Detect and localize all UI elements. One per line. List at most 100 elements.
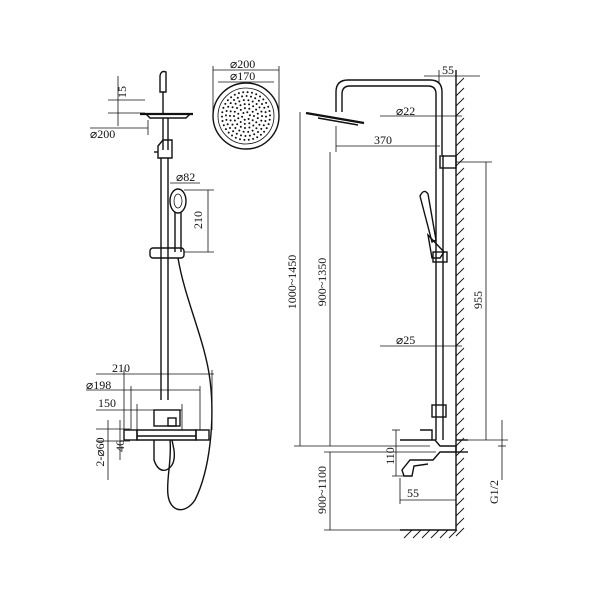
nozzle-dot xyxy=(269,114,271,117)
dim-flange-dia: ⌀198 xyxy=(86,378,111,392)
nozzle-dot xyxy=(231,123,234,126)
mixer-cartridge xyxy=(167,417,177,427)
wall-hatch-line xyxy=(455,97,465,107)
nozzle-dot xyxy=(225,114,227,117)
shower-head-side xyxy=(305,111,365,125)
shower-nozzles xyxy=(221,91,271,141)
nozzle-dot xyxy=(233,115,235,118)
nozzle-dot xyxy=(227,131,230,134)
nozzle-dot xyxy=(265,127,268,130)
nozzle-dot xyxy=(233,110,236,113)
nozzle-dot xyxy=(235,132,238,135)
nozzle-dot xyxy=(242,112,245,114)
lower-connector xyxy=(431,404,447,418)
wall-hatch-line xyxy=(455,277,465,287)
nozzle-dot xyxy=(237,112,240,115)
nozzle-dot xyxy=(244,127,246,129)
nozzle-dot xyxy=(233,99,235,101)
wall-hatch-line xyxy=(455,177,465,187)
dim-hand-shower-dia: ⌀82 xyxy=(176,170,195,184)
wall-hatch-line xyxy=(455,347,465,357)
nozzle-dot xyxy=(225,118,228,121)
wall-hatch-line xyxy=(455,287,465,297)
nozzle-dot xyxy=(264,111,267,114)
dim-inlet-spacing: 2-⌀60 xyxy=(93,437,107,466)
wall-hatch-line xyxy=(455,147,465,157)
nozzle-dot xyxy=(267,105,270,108)
shower-plate-inner xyxy=(217,87,275,145)
overhead-arm-inner xyxy=(341,85,437,155)
wall-hatch-line xyxy=(455,317,465,327)
side-view: 55 ⌀22 370 1000~1450 900~1350 ⌀25 955 11… xyxy=(285,63,508,539)
wall-hatch-line xyxy=(455,307,465,317)
dim-floor-height: 900~1100 xyxy=(315,466,329,514)
wall-hatch-line xyxy=(455,517,465,527)
dim-mixer-width: 210 xyxy=(112,361,130,375)
wall-hatch-line xyxy=(455,387,465,397)
nozzle-dot xyxy=(251,91,253,94)
nozzle-dot xyxy=(241,115,244,118)
nozzle-dot xyxy=(243,118,246,121)
nozzle-dot xyxy=(222,106,225,109)
right-flange xyxy=(195,429,210,441)
nozzle-dot xyxy=(242,99,245,102)
nozzle-dot xyxy=(263,106,266,109)
wall-hatch-line xyxy=(455,527,465,537)
nozzle-dot xyxy=(236,107,238,109)
nozzle-dot xyxy=(262,124,265,127)
dim-hand-shower-length: 210 xyxy=(191,211,205,229)
nozzle-dot xyxy=(221,120,224,122)
nozzle-dot xyxy=(258,106,261,109)
nozzle-dot xyxy=(247,99,250,102)
nozzle-dot xyxy=(251,100,254,103)
nozzle-dot xyxy=(248,122,251,125)
wall-hatch-line xyxy=(455,407,465,417)
nozzle-dot xyxy=(238,100,241,103)
nozzle-dot xyxy=(237,117,240,120)
nozzle-dot xyxy=(224,102,227,105)
nozzle-dot xyxy=(265,115,267,118)
dim-top-outer: ⌀200 xyxy=(230,57,255,71)
wall-hatch-line xyxy=(455,377,465,387)
nozzle-dot xyxy=(243,103,246,106)
wall-hatch-line xyxy=(455,327,465,337)
nozzle-dot xyxy=(238,129,241,132)
nozzle-dot xyxy=(256,112,259,115)
nozzle-dot xyxy=(252,124,255,127)
wall-hatch-line xyxy=(455,397,465,407)
nozzle-dot xyxy=(254,97,257,100)
nozzle-dot xyxy=(259,95,261,98)
wall-hatch xyxy=(455,77,465,537)
dim-head-width: ⌀200 xyxy=(90,127,115,141)
dim-head-thickness: 15 xyxy=(115,86,129,98)
wall-hatch-line xyxy=(455,257,465,267)
nozzle-dot xyxy=(262,98,265,101)
dim-riser-dia: ⌀25 xyxy=(396,333,415,347)
dim-mixer-offset: 55 xyxy=(407,486,419,500)
nozzle-dot xyxy=(236,123,239,126)
nozzle-dot xyxy=(256,117,259,120)
mixer-side-top xyxy=(420,429,433,440)
nozzle-dot xyxy=(229,127,231,129)
nozzle-dot xyxy=(239,121,242,123)
left-flange xyxy=(123,429,138,441)
nozzle-dot xyxy=(246,111,249,114)
nozzle-dot xyxy=(261,115,263,118)
wall-hatch-line xyxy=(455,117,465,127)
hand-shower-head xyxy=(169,188,187,214)
floor-hatch-line xyxy=(421,529,431,539)
wall-hatch-line xyxy=(455,87,465,97)
nozzle-dot xyxy=(247,138,250,141)
nozzle-dot xyxy=(248,126,251,129)
wall-hatch-line xyxy=(455,497,465,507)
nozzle-dot xyxy=(256,136,259,139)
nozzle-dot xyxy=(233,119,236,122)
nozzle-dot xyxy=(257,131,259,133)
nozzle-dot xyxy=(260,110,263,113)
nozzle-dot xyxy=(251,119,254,122)
nozzle-dot xyxy=(221,111,224,114)
wall-hatch-line xyxy=(455,477,465,487)
nozzle-dot xyxy=(248,103,251,106)
wall-hatch-line xyxy=(455,367,465,377)
